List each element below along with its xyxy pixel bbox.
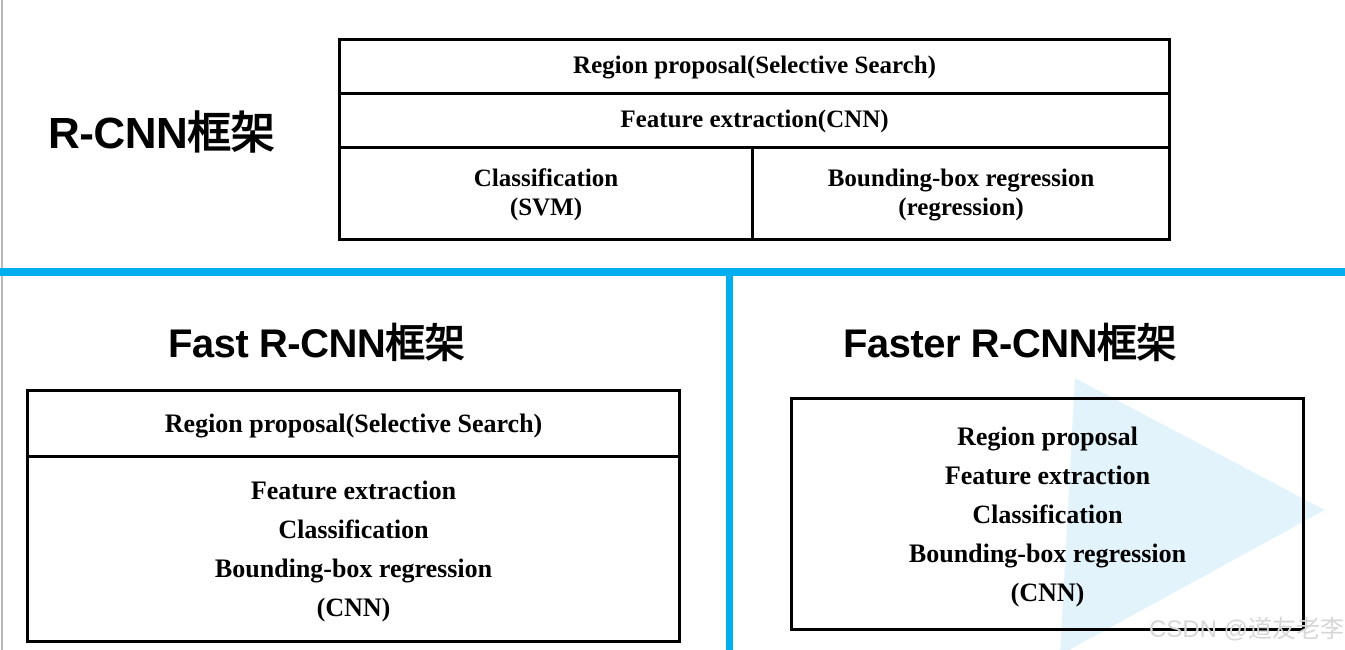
rcnn-section-title: R-CNN框架 <box>48 109 275 158</box>
fast-stack-line-1: Feature extraction <box>250 476 457 505</box>
fast-rcnn-section-title: Fast R-CNN框架 <box>168 322 465 366</box>
fast-cnn-stack-cell: Feature extraction Classification Boundi… <box>215 471 492 627</box>
rcnn-region-proposal-cell: Region proposal(Selective Search) <box>573 52 936 80</box>
rcnn-feature-extraction-cell: Feature extraction(CNN) <box>620 106 889 134</box>
fast-stack-line-3: Bounding-box regression <box>214 554 493 583</box>
faster-stack-line-4: Bounding-box regression <box>908 538 1187 568</box>
rcnn-bbox-regression-cell: Bounding-box regression (regression) <box>754 149 1168 238</box>
rcnn-classification-line1: Classification <box>473 164 619 192</box>
rcnn-bbox-line2: (regression) <box>898 193 1024 221</box>
faster-rcnn-section-title: Faster R-CNN框架 <box>843 322 1177 366</box>
rcnn-classification-cell: Classification (SVM) <box>341 149 754 238</box>
faster-stack-line-5: (CNN) <box>1010 577 1085 607</box>
fast-rcnn-architecture-box: Region proposal(Selective Search) Featur… <box>26 389 681 643</box>
fast-stack-line-2: Classification <box>278 515 429 544</box>
page-left-border <box>1 0 3 650</box>
horizontal-divider <box>0 268 1345 276</box>
table-row: Feature extraction(CNN) <box>341 95 1168 149</box>
faster-rcnn-architecture-box: Region proposal Feature extraction Class… <box>790 397 1305 631</box>
table-row: Classification (SVM) Bounding-box regres… <box>341 149 1168 238</box>
rcnn-bbox-line1: Bounding-box regression <box>827 164 1095 192</box>
faster-stack-line-3: Classification <box>972 499 1123 529</box>
vertical-divider <box>726 272 733 650</box>
table-row: Feature extraction Classification Boundi… <box>29 458 678 640</box>
table-row: Region proposal(Selective Search) <box>341 41 1168 95</box>
faster-cnn-stack-cell: Region proposal Feature extraction Class… <box>909 417 1186 612</box>
fast-stack-line-4: (CNN) <box>316 593 391 622</box>
table-row: Region proposal(Selective Search) <box>29 392 678 458</box>
faster-stack-line-1: Region proposal <box>957 421 1138 451</box>
rcnn-architecture-table: Region proposal(Selective Search) Featur… <box>338 38 1171 241</box>
rcnn-classification-line2: (SVM) <box>509 193 583 221</box>
faster-stack-line-2: Feature extraction <box>944 460 1151 490</box>
fast-region-proposal-cell: Region proposal(Selective Search) <box>164 409 543 438</box>
